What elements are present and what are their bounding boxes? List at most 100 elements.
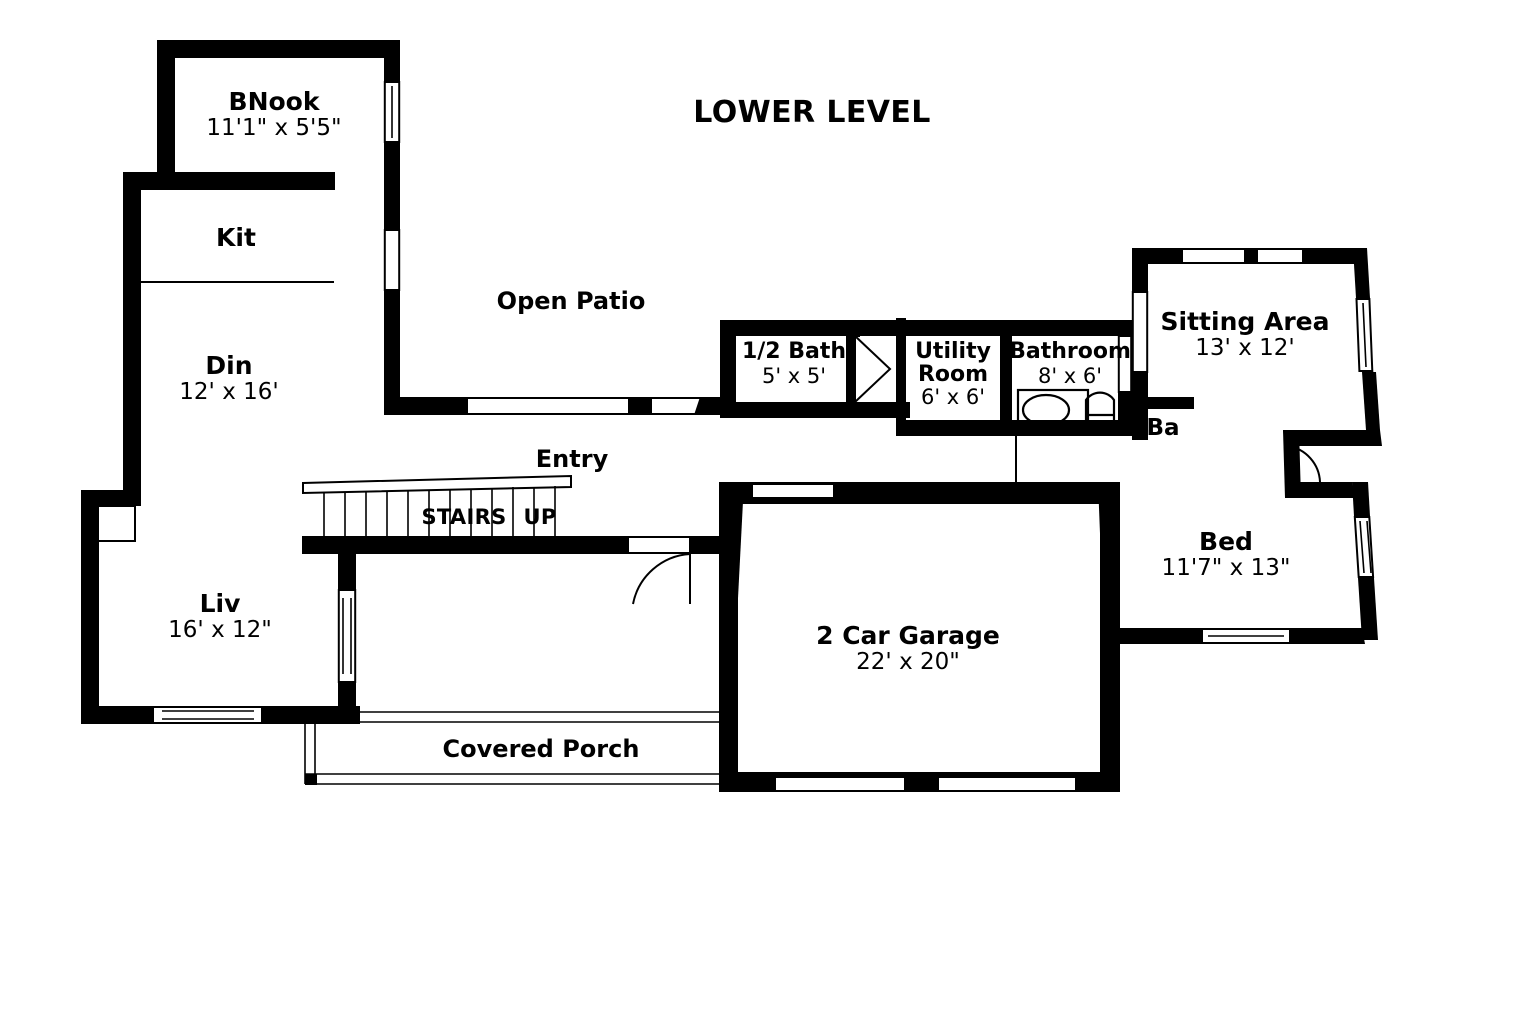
wall-sitting-right-seg2 <box>1362 372 1380 430</box>
wall-bed-right-seg1 <box>1352 482 1370 516</box>
wall-halfbath-bottom <box>720 402 910 418</box>
room-dims-utility: 6' x 6' <box>920 385 986 410</box>
window-icon-sitting-right <box>1355 298 1374 372</box>
wall-utility-left <box>896 336 906 432</box>
door-swing-icon-entry <box>627 536 691 605</box>
room-label-half-bath: 1/2 Bath 5' x 5' <box>742 339 846 388</box>
wall-sitting-bed-step-bottom <box>1285 482 1354 498</box>
window-icon-bathroom-right <box>1117 335 1133 393</box>
wall-utility-right <box>1000 320 1012 432</box>
wall-bathroom-right-seg1 <box>1118 320 1132 336</box>
wall-sitting-left-seg2 <box>1132 372 1148 406</box>
room-name-bnook: BNook <box>228 87 320 116</box>
page-title: LOWER LEVEL <box>693 95 931 130</box>
room-dims-liv: 16' x 12" <box>168 617 272 643</box>
door-swing-icon-bed <box>1287 445 1321 485</box>
wall-sitting-top-seg3 <box>1303 248 1367 264</box>
room-name-utility: Utility Room <box>915 339 991 388</box>
room-label-din: Din 12' x 16' <box>179 352 278 406</box>
room-name-liv: Liv <box>199 589 241 618</box>
room-name-bed: Bed <box>1199 527 1253 556</box>
wall-garage-right-skew <box>1098 482 1120 792</box>
wall-sitting-left-seg1 <box>1132 248 1148 292</box>
covered-porch-outline <box>304 711 728 785</box>
window-icon-sitting-top-b <box>1256 248 1304 264</box>
wall-halfbath-left <box>720 320 736 418</box>
wall-sitting-right-seg1 <box>1353 248 1370 298</box>
wall-patio-edge-seg2 <box>629 397 651 415</box>
wall-bnook-top <box>157 40 397 58</box>
garage-door-icon-left <box>774 776 906 792</box>
wall-liv-bottom-seg2 <box>262 706 360 724</box>
room-label-utility: Utility Room 6' x 6' <box>905 340 1001 408</box>
window-icon-liv-bottom <box>152 706 263 724</box>
wall-left-lower <box>81 490 99 722</box>
area-label-covered-porch: Covered Porch <box>442 735 640 763</box>
garage-door-icon-right <box>937 776 1077 792</box>
room-label-sitting: Sitting Area 13' x 12' <box>1161 308 1330 362</box>
area-label-entry: Entry <box>535 445 609 473</box>
stairs-label: STAIRS <box>421 505 507 529</box>
room-dims-sitting: 13' x 12' <box>1195 335 1295 361</box>
room-label-bed: Bed 11'7" x 13" <box>1162 528 1291 582</box>
room-dims-bnook: 11'1" x 5'5" <box>206 115 342 141</box>
window-icon-sitting-left <box>1131 291 1149 373</box>
room-name-garage: 2 Car Garage <box>816 621 1000 650</box>
wall-bed-left <box>1132 406 1148 440</box>
wall-utility-left-lower <box>896 318 906 340</box>
wall-sitting-top-seg2 <box>1245 248 1257 264</box>
window-icon-liv-right <box>337 589 357 683</box>
wall-right-upper-seg2 <box>384 142 400 230</box>
bifold-door-icon <box>854 333 892 405</box>
room-dims-garage: 22' x 20" <box>856 649 960 675</box>
wall-halfbath-right <box>846 336 854 402</box>
wall-garage-porch-stub <box>703 536 723 554</box>
wall-bed-right-seg2 <box>1358 578 1378 640</box>
wall-right-upper-seg1 <box>384 40 400 82</box>
room-label-bathroom: Bathroom 8' x 6' <box>1009 339 1131 388</box>
stairs-treads <box>323 486 556 536</box>
room-dims-bathroom: 8' x 6' <box>1037 363 1103 388</box>
room-dims-half-bath: 5' x 5' <box>761 363 827 388</box>
room-label-garage: 2 Car Garage 22' x 20" <box>816 622 1000 676</box>
wall-bathroom-right-seg2 <box>1118 392 1132 436</box>
sink-icon <box>1016 388 1090 432</box>
garage-floor <box>738 504 1100 772</box>
wall-bathblock-top <box>720 320 1132 336</box>
stairs-direction-label: UP <box>523 505 557 529</box>
wall-bed-bottom-seg2 <box>1290 628 1365 644</box>
wall-garage-left-skew <box>719 482 744 792</box>
window-icon-sitting-top-a <box>1181 248 1246 264</box>
window-icon-bed-right <box>1353 516 1375 578</box>
window-icon-kit-right <box>383 229 401 291</box>
wall-left-upper <box>123 172 141 494</box>
wall-liv-bottom-seg1 <box>81 706 153 724</box>
wall-patio-jog <box>694 397 728 415</box>
wall-entry-bottom <box>302 536 628 554</box>
window-icon-patio-a <box>466 397 630 415</box>
wall-patio-edge-seg1 <box>455 397 467 415</box>
room-label-kit: Kit <box>216 224 256 252</box>
room-label-bnook: BNook 11'1" x 5'5" <box>206 88 341 142</box>
room-dims-din: 12' x 16' <box>179 379 279 405</box>
room-label-liv: Liv 16' x 12" <box>168 590 272 644</box>
shower-icon <box>1084 391 1116 430</box>
area-label-ba: Ba <box>1146 415 1180 441</box>
wall-din-bottom <box>384 397 460 415</box>
room-name-din: Din <box>205 351 253 380</box>
bay-niche-outline <box>99 505 136 542</box>
room-name-bathroom: Bathroom <box>1009 339 1131 364</box>
room-name-kit: Kit <box>216 223 256 252</box>
window-icon-garage-top <box>751 483 835 499</box>
room-name-sitting: Sitting Area <box>1160 307 1330 336</box>
stairs-body <box>303 481 571 536</box>
window-icon-bed-bottom <box>1201 628 1291 644</box>
wall-bathblock-bottom <box>896 420 1132 436</box>
wall-liv-right-seg2 <box>338 682 356 724</box>
wall-sitting-bed-step-top <box>1283 430 1382 446</box>
wall-bed-bottom-seg1 <box>1118 628 1202 644</box>
wall-bnook-left <box>157 40 175 180</box>
window-icon-bnook-right <box>383 81 401 143</box>
